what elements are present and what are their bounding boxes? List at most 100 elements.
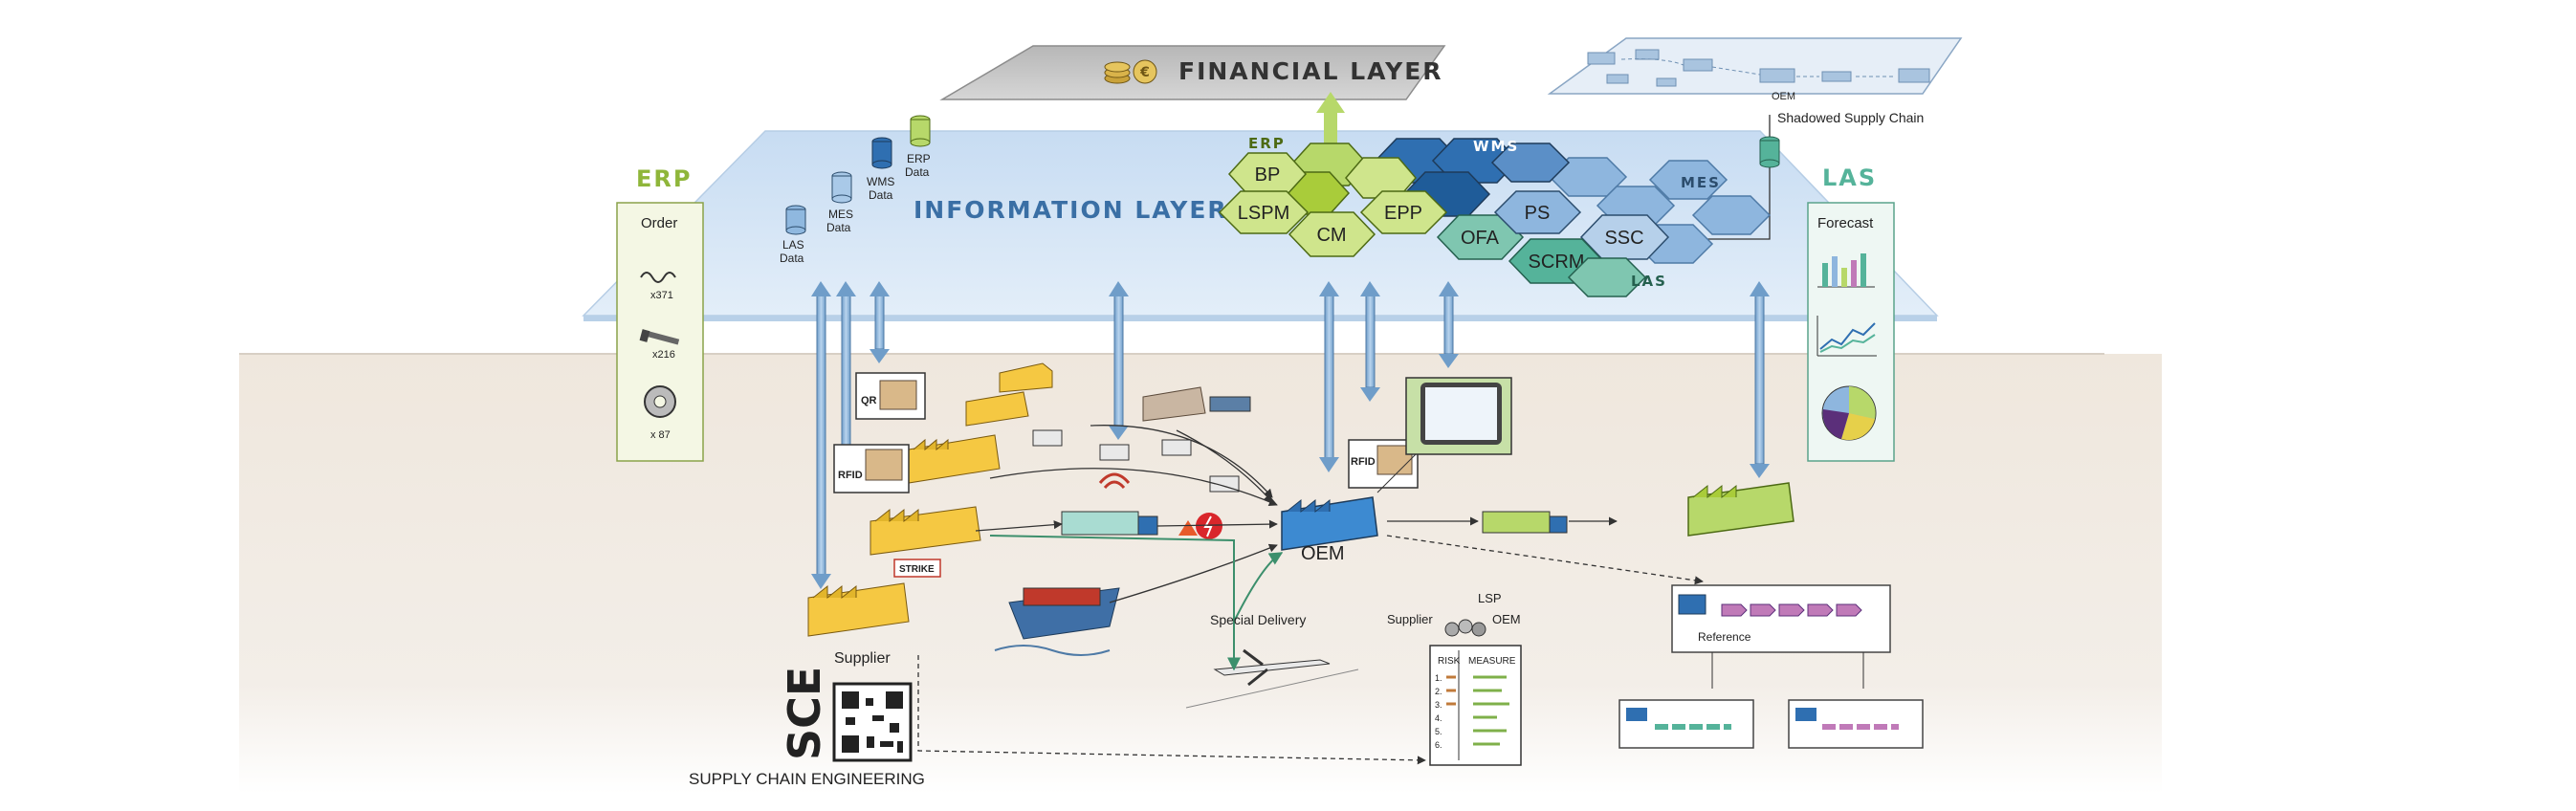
flow-arrows bbox=[917, 425, 1704, 765]
van-icon bbox=[1032, 429, 1063, 447]
mes-group-label: MES bbox=[1681, 174, 1721, 191]
factory-icon bbox=[870, 506, 981, 556]
erp-data-label-1: ERP bbox=[907, 152, 931, 165]
hex-las-extra bbox=[1567, 257, 1647, 297]
risk-measure-matrix: Supplier LSP OEM RISK MEASURE 1. 2. 3. 4… bbox=[1387, 591, 1522, 766]
erp-order-label: Order bbox=[641, 215, 677, 231]
pie-chart-icon bbox=[1821, 385, 1877, 441]
svg-text:SSC: SSC bbox=[1604, 228, 1643, 249]
svg-text:6.: 6. bbox=[1435, 740, 1442, 750]
svg-text:CM: CM bbox=[1316, 225, 1346, 246]
information-layer-title: INFORMATION LAYER bbox=[914, 196, 1228, 224]
databases: LAS Data MES Data WMS Data ERP Data bbox=[780, 115, 1780, 265]
wms-data-label-2: Data bbox=[869, 188, 893, 202]
supplier-label: Supplier bbox=[834, 650, 891, 667]
hex-lspm[interactable]: LSPM bbox=[1218, 190, 1310, 234]
svg-text:3.: 3. bbox=[1435, 700, 1442, 710]
svg-text:PS: PS bbox=[1525, 203, 1551, 224]
hex-cm[interactable]: CM bbox=[1288, 211, 1376, 257]
svg-text:EPP: EPP bbox=[1384, 203, 1422, 224]
disruption-icon bbox=[1178, 513, 1222, 539]
truck-icon bbox=[1209, 396, 1251, 412]
svg-text:SCRM: SCRM bbox=[1529, 252, 1585, 273]
svg-text:5.: 5. bbox=[1435, 727, 1442, 736]
wms-database-icon: WMS Data bbox=[867, 137, 894, 202]
risk-oem-label: OEM bbox=[1492, 612, 1521, 626]
screw-icon bbox=[639, 329, 680, 345]
las-panel: LAS Forecast bbox=[1807, 164, 1895, 462]
financial-layer-title: FINANCIAL LAYER bbox=[1178, 57, 1443, 85]
factory-icon bbox=[965, 391, 1029, 427]
supplier-factories: QR RFID STRIKE Supplier bbox=[807, 362, 1206, 667]
stakeholders-icon bbox=[1444, 619, 1486, 637]
erp-item-qty-3: x 87 bbox=[650, 429, 671, 441]
las-panel-title: LAS bbox=[1822, 164, 1877, 191]
svg-text:4.: 4. bbox=[1435, 713, 1442, 723]
strike-label: STRIKE bbox=[899, 564, 935, 575]
svg-text:2.: 2. bbox=[1435, 687, 1442, 696]
spring-icon bbox=[640, 272, 676, 283]
mes-database-icon: MES Data bbox=[826, 171, 853, 234]
erp-item-qty-1: x371 bbox=[650, 290, 673, 301]
oem-factory[interactable]: OEM bbox=[1281, 496, 1378, 564]
shadowed-database-icon bbox=[1759, 136, 1780, 168]
erp-database-icon: ERP Data bbox=[905, 115, 931, 179]
qr-code-icon bbox=[832, 682, 913, 762]
qr-label: QR bbox=[861, 395, 877, 406]
svg-text:BP: BP bbox=[1255, 164, 1281, 186]
shadowed-supply-chain: OEM Shadowed Supply Chain bbox=[1547, 37, 1963, 125]
svg-text:1.: 1. bbox=[1435, 673, 1442, 683]
tablet-icon bbox=[1376, 377, 1512, 493]
hex-ofa[interactable]: OFA bbox=[1436, 214, 1525, 260]
rfid-label-supplier: RFID bbox=[838, 470, 863, 481]
factory-icon bbox=[807, 582, 910, 637]
logistics-hub-icon bbox=[1142, 386, 1206, 422]
rfid-label-oem: RFID bbox=[1351, 456, 1376, 468]
mes-data-label-2: Data bbox=[826, 221, 851, 234]
bar-chart-icon bbox=[1817, 253, 1875, 288]
shadowed-oem-label: OEM bbox=[1772, 91, 1795, 102]
reference-model: Reference bbox=[1618, 584, 1924, 749]
las-database-icon: LAS Data bbox=[780, 205, 806, 265]
hex-epp[interactable]: EPP bbox=[1359, 190, 1448, 234]
shadowed-supply-chain-title: Shadowed Supply Chain bbox=[1777, 110, 1924, 125]
variant-model-icon bbox=[1618, 699, 1754, 749]
strike-sign: STRIKE bbox=[893, 559, 941, 578]
rfid-box-supplier: RFID bbox=[833, 444, 910, 493]
truck-icon bbox=[1061, 511, 1158, 536]
las-data-label-1: LAS bbox=[782, 238, 804, 252]
measure-column-label: MEASURE bbox=[1468, 656, 1516, 667]
erp-panel: ERP Order x371 x216 x 87 bbox=[616, 165, 704, 462]
oem-label: OEM bbox=[1301, 543, 1345, 564]
up-arrow-to-financial bbox=[1316, 92, 1345, 148]
euro-symbol: € bbox=[1139, 65, 1150, 80]
hex-ssc[interactable]: SSC bbox=[1579, 214, 1670, 260]
wifi-icon bbox=[1098, 472, 1131, 490]
risk-lsp-label: LSP bbox=[1478, 591, 1502, 605]
las-group-label: LAS bbox=[1631, 273, 1667, 290]
erp-data-label-2: Data bbox=[905, 165, 930, 179]
variant-model-icon bbox=[1788, 699, 1924, 749]
mes-data-label-1: MES bbox=[828, 208, 853, 221]
process-chain-icon bbox=[1721, 603, 1862, 617]
las-data-label-2: Data bbox=[780, 252, 804, 265]
measure-bars bbox=[1473, 675, 1509, 746]
wms-data-label-1: WMS bbox=[867, 175, 894, 188]
module-hexagons: BP LSPM CM EPP OFA PS SSC SCRM bbox=[1218, 135, 1772, 297]
line-chart-icon bbox=[1816, 316, 1877, 357]
hex-ps[interactable]: PS bbox=[1493, 190, 1582, 234]
risk-bars bbox=[1446, 675, 1456, 706]
cargo-ship-icon bbox=[994, 587, 1120, 656]
svg-text:OFA: OFA bbox=[1461, 228, 1500, 249]
erp-item-qty-2: x216 bbox=[652, 349, 675, 361]
vehicles bbox=[994, 396, 1568, 709]
coins-icon: € bbox=[1104, 59, 1157, 84]
svg-text:LSPM: LSPM bbox=[1238, 203, 1289, 224]
financial-layer: € FINANCIAL LAYER bbox=[939, 45, 1446, 100]
gear-icon bbox=[644, 385, 676, 418]
factory-icon bbox=[999, 362, 1053, 393]
risk-column-label: RISK bbox=[1438, 656, 1461, 667]
wms-group-label: WMS bbox=[1473, 138, 1519, 155]
reference-label: Reference bbox=[1698, 630, 1751, 644]
